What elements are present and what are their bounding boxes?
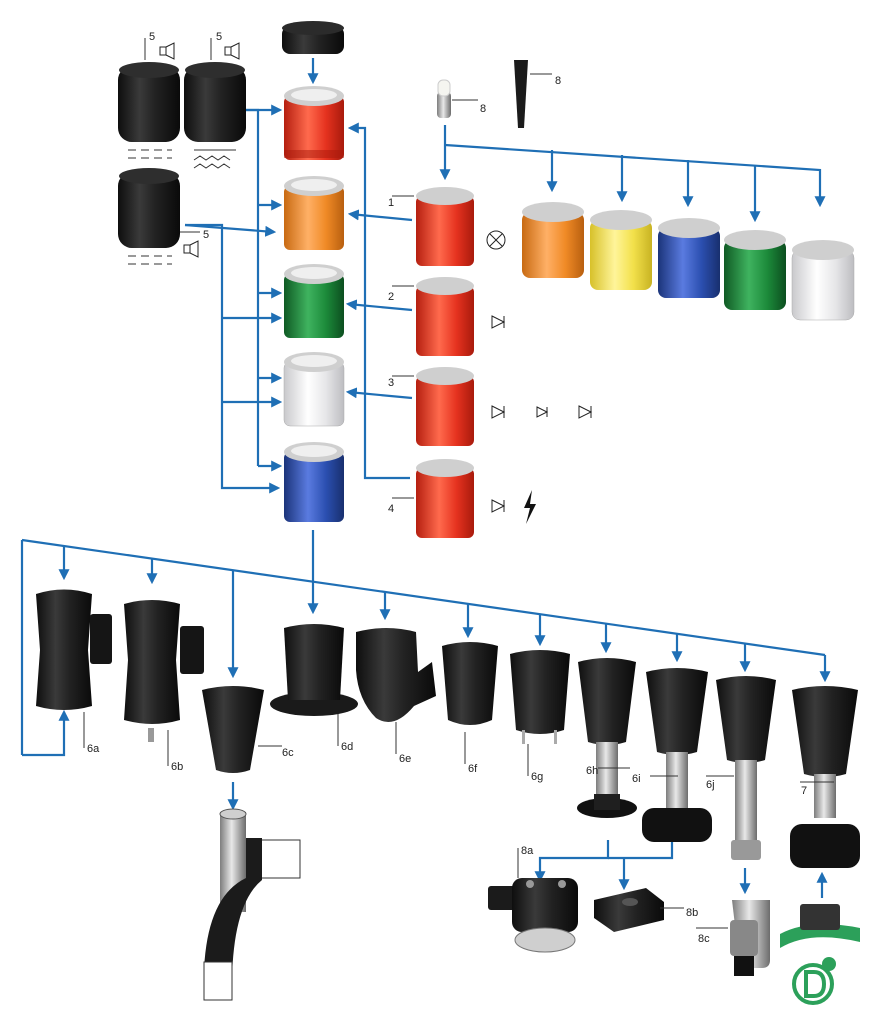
lamp-bulb-label: 8 (480, 103, 486, 115)
base-6j: 6j (706, 676, 776, 860)
module-4-label: 4 (388, 503, 394, 515)
module-3: 3 (388, 367, 593, 446)
buzzer-module-b: 5 (184, 31, 246, 169)
module-2: 2 (388, 277, 506, 356)
base-6e: 6e (356, 628, 436, 765)
buzzer-a-label: 5 (149, 31, 155, 43)
led-icon (536, 406, 549, 418)
base-6a-label: 6a (87, 743, 100, 755)
module-4: 4 (388, 459, 536, 538)
module-3-label: 3 (388, 377, 394, 389)
flash-icon (524, 490, 536, 524)
buzzer-module-a: 5 (118, 31, 180, 159)
accessory-8c: 8c (696, 900, 770, 976)
cap-top (282, 21, 344, 54)
led-icon (491, 405, 506, 419)
module-1: 1 (388, 187, 506, 266)
stack-module-red (284, 86, 344, 160)
buzzer-c-label: 5 (203, 229, 209, 241)
color-module-white (791, 240, 855, 321)
color-module-yellow (590, 210, 652, 290)
base-6c-label: 6c (282, 747, 294, 759)
pole-mount (203, 808, 301, 1001)
led-icon (578, 405, 593, 419)
base-6d: 6d (270, 624, 358, 753)
speaker-icon (159, 42, 175, 60)
stack-module-white (283, 352, 345, 427)
base-6b-label: 6b (171, 761, 183, 773)
base-6f: 6f (442, 642, 498, 775)
base-6c: 6c (202, 686, 294, 773)
color-module-orange (522, 202, 584, 278)
base-6d-label: 6d (341, 741, 353, 753)
base-6f-label: 6f (468, 763, 478, 775)
module-1-label: 1 (388, 197, 394, 209)
base-6e-label: 6e (399, 753, 411, 765)
color-module-green (724, 230, 786, 310)
accessory-8b: 8b (594, 888, 698, 932)
color-module-blue (658, 218, 720, 298)
base-6h: 6h (577, 658, 637, 818)
base-6g-label: 6g (531, 771, 543, 783)
base-7: 7 (790, 686, 860, 868)
d-connector-logo (780, 904, 860, 1005)
led-icon (491, 315, 506, 329)
base-6i: 6i (632, 668, 712, 842)
speaker-icon (183, 240, 199, 258)
base-6i-label: 6i (632, 773, 641, 785)
lamp-pen: 8 (514, 60, 561, 128)
connector-lines (20, 58, 831, 898)
accessory-8a: 8a (488, 845, 578, 953)
bulb-icon (486, 230, 506, 250)
led-icon (491, 499, 506, 513)
lamp-pen-label: 8 (555, 75, 561, 87)
buzzer-module-c: 5 (118, 168, 209, 265)
base-6j-label: 6j (706, 779, 715, 791)
module-2-label: 2 (388, 291, 394, 303)
accessory-8b-label: 8b (686, 907, 698, 919)
stack-module-blue (284, 442, 344, 522)
base-6b: 6b (124, 600, 204, 773)
base-6g: 6g (510, 650, 570, 783)
buzzer-b-label: 5 (216, 31, 222, 43)
stack-module-green (284, 264, 344, 338)
accessory-8c-label: 8c (698, 933, 710, 945)
base-7-label: 7 (801, 785, 807, 797)
stack-module-orange (284, 176, 344, 250)
accessory-8a-label: 8a (521, 845, 534, 857)
base-6h-label: 6h (586, 765, 598, 777)
speaker-icon (224, 42, 240, 60)
lamp-bulb: 8 (437, 79, 486, 118)
base-6a: 6a (36, 589, 112, 755)
